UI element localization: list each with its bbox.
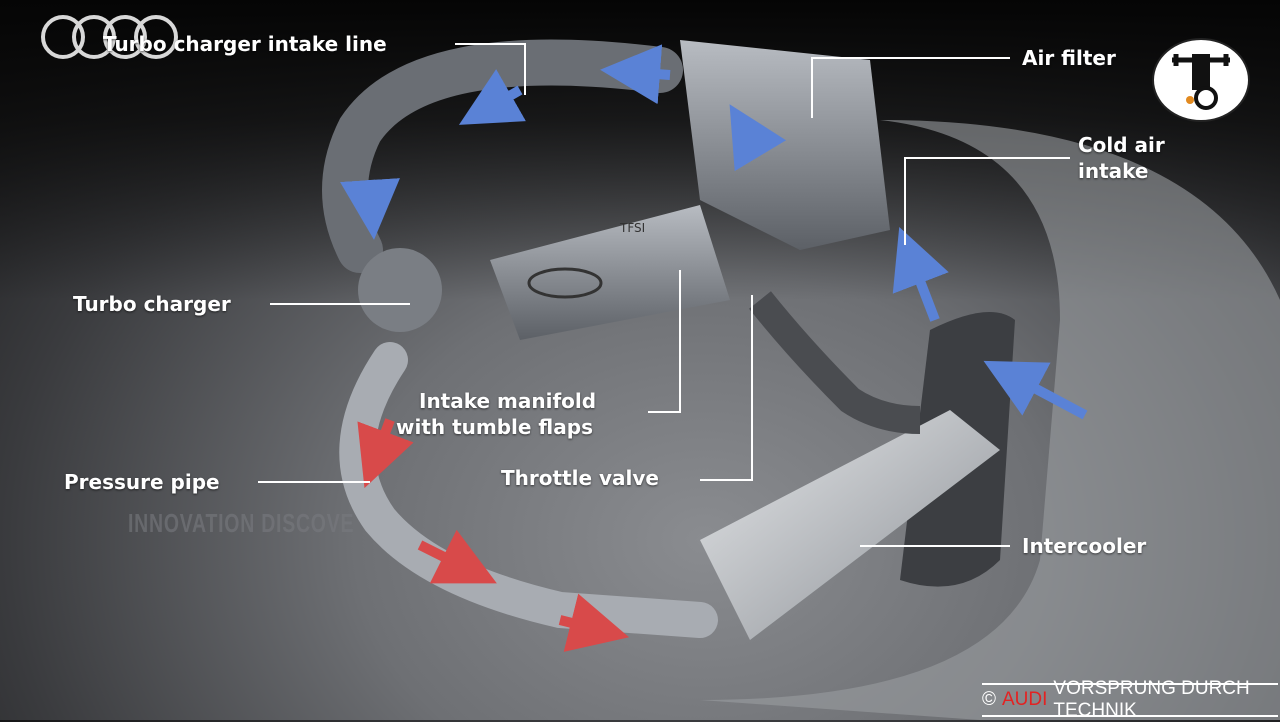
copyright-banner: © AUDI VORSPRUNG DURCH TECHNIK (982, 678, 1278, 721)
intercooler (700, 410, 1000, 640)
engine-badge: TFSI (619, 221, 645, 235)
watermark: INNOVATION DISCOVE (128, 508, 355, 538)
copyright-brand: AUDI (1002, 689, 1048, 710)
label-throttle-valve: Throttle valve (501, 466, 659, 490)
wrench-turbo-icon (1172, 54, 1230, 110)
audi-rings-logo (41, 15, 178, 59)
intake-manifold (490, 205, 730, 340)
turbo (358, 248, 442, 332)
mechanic-wrench-turbo-badge (1152, 38, 1250, 122)
label-intercooler: Intercooler (1022, 534, 1147, 558)
car-body (700, 120, 1280, 720)
label-air-filter: Air filter (1022, 46, 1116, 70)
label-cold-air-intake-line1: Cold air (1078, 133, 1165, 157)
air-filter-box (680, 40, 890, 250)
audi-rings-engine (527, 267, 603, 299)
label-intake-manifold-line2: with tumble flaps (396, 415, 593, 439)
copyright-slogan: VORSPRUNG DURCH TECHNIK (1053, 678, 1250, 721)
pressure-pipe (339, 342, 718, 638)
label-turbo-intake-line: Turbo charger intake line (103, 32, 387, 56)
label-turbo-charger: Turbo charger (73, 292, 231, 316)
intake-line (322, 39, 683, 273)
label-intake-manifold-line1: Intake manifold (419, 389, 597, 413)
copyright-symbol: © (982, 689, 996, 710)
leader-lines (258, 43, 1070, 547)
label-pressure-pipe: Pressure pipe (64, 470, 220, 494)
label-cold-air-intake-line2: intake (1078, 159, 1149, 183)
